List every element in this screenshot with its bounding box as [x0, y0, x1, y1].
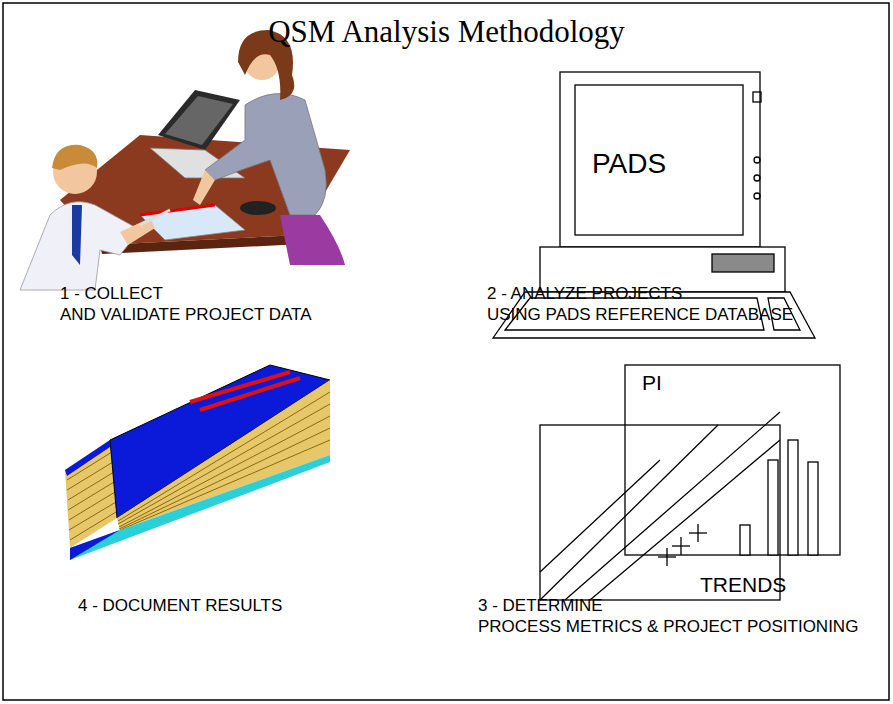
diagram-title: QSM Analysis Methodology [0, 14, 893, 50]
chart-label: PI [642, 371, 662, 395]
book-clipart [65, 365, 330, 560]
chart-label: TRENDS [700, 573, 786, 597]
people-clipart [20, 30, 350, 290]
step-caption: 3 - DETERMINE PROCESS METRICS & PROJECT … [478, 595, 858, 637]
chart-clipart [540, 365, 840, 600]
step-caption: 4 - DOCUMENT RESULTS [78, 595, 282, 616]
frame [3, 3, 889, 700]
screen-label: PADS [592, 148, 666, 180]
step-caption: 1 - COLLECT AND VALIDATE PROJECT DATA [60, 283, 312, 325]
step-caption: 2 - ANALYZE PROJECTS USING PADS REFERENC… [487, 283, 793, 325]
